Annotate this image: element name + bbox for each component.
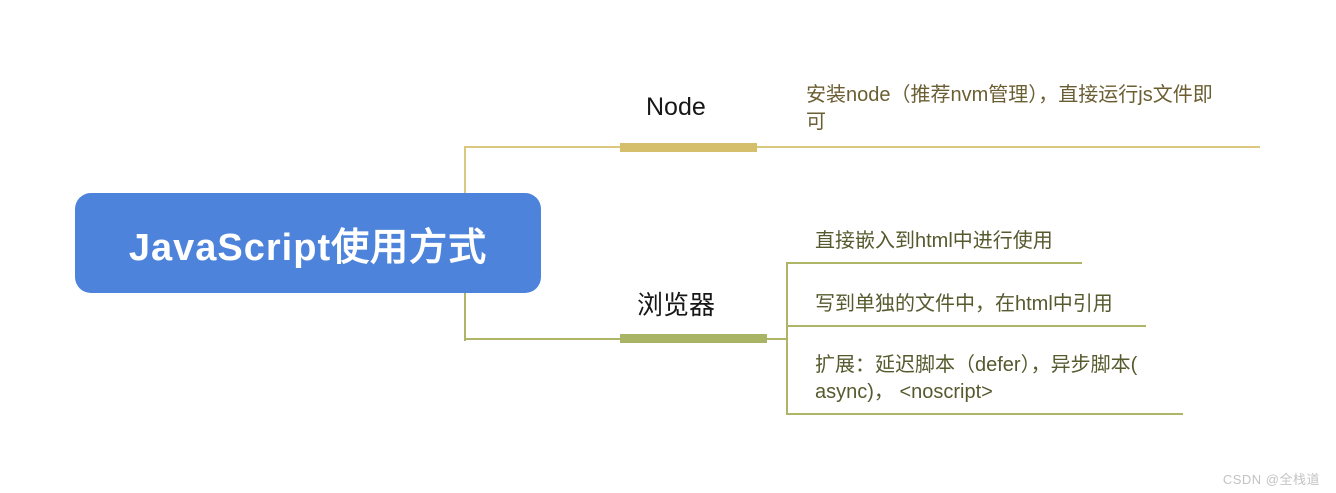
- node-branch-line-left: [464, 146, 620, 148]
- node-branch-underline-bar: [620, 143, 757, 152]
- mindmap-root-node: JavaScript使用方式: [75, 193, 541, 293]
- root-node-label: JavaScript使用方式: [128, 226, 488, 269]
- root-connector-vertical-bottom: [464, 246, 466, 341]
- node-leaf-text-line1: 安装node（推荐nvm管理），直接运行js文件即: [806, 84, 1213, 106]
- browser-leaf2-text: 写到单独的文件中，在html中引用: [815, 293, 1113, 315]
- browser-branch-stub: [767, 338, 788, 340]
- browser-leaf1-text: 直接嵌入到html中进行使用: [815, 230, 1053, 252]
- browser-leaf1-underline: [786, 262, 1082, 264]
- browser-leaf2-underline: [786, 325, 1146, 327]
- browser-leaf3-text: 扩展：延迟脚本（defer），异步脚本( async)， <noscript>: [815, 352, 1137, 406]
- node-leaf-text-line2: 可: [806, 111, 826, 133]
- branch-browser-label: 浏览器: [637, 290, 716, 320]
- browser-leaf3-text-line1: 扩展：延迟脚本（defer），异步脚本(: [815, 354, 1138, 376]
- browser-leaf3-underline: [786, 413, 1183, 415]
- browser-branch-line-left: [464, 338, 620, 340]
- node-leaf-text: 安装node（推荐nvm管理），直接运行js文件即 可: [806, 82, 1213, 136]
- csdn-watermark: CSDN @全栈道: [1222, 472, 1320, 487]
- browser-branch-underline-bar: [620, 334, 767, 343]
- browser-leaf3-text-line2: async)， <noscript>: [815, 381, 993, 403]
- node-leaf-underline: [757, 146, 1260, 148]
- browser-children-vertical-line: [786, 262, 788, 415]
- branch-node-label: Node: [646, 93, 706, 121]
